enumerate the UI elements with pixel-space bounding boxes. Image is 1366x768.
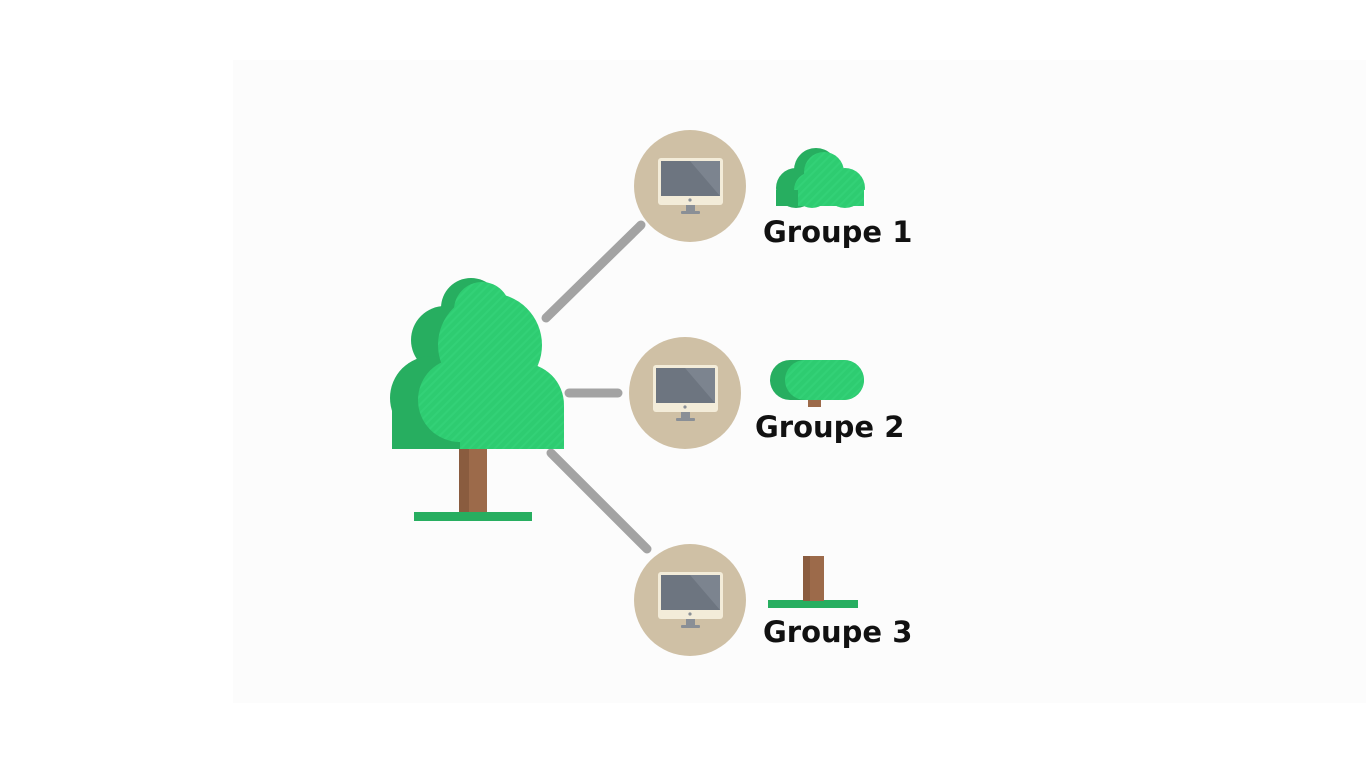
computer-node-2 xyxy=(629,337,741,449)
trunk-icon xyxy=(768,556,858,608)
connector-3 xyxy=(546,448,652,554)
flat-canopy-icon xyxy=(770,360,864,407)
connector-1 xyxy=(541,220,646,323)
computer-node-1 xyxy=(634,130,746,242)
bush-canopy-icon xyxy=(774,148,866,208)
computer-monitor-icon xyxy=(653,365,718,421)
group-label-3: Groupe 3 xyxy=(763,615,913,649)
group-label-1: Groupe 1 xyxy=(763,215,913,249)
tree-icon xyxy=(390,278,564,521)
computer-monitor-icon xyxy=(658,572,723,628)
computer-node-3 xyxy=(634,544,746,656)
group-label-2: Groupe 2 xyxy=(755,410,905,444)
computer-monitor-icon xyxy=(658,158,723,214)
